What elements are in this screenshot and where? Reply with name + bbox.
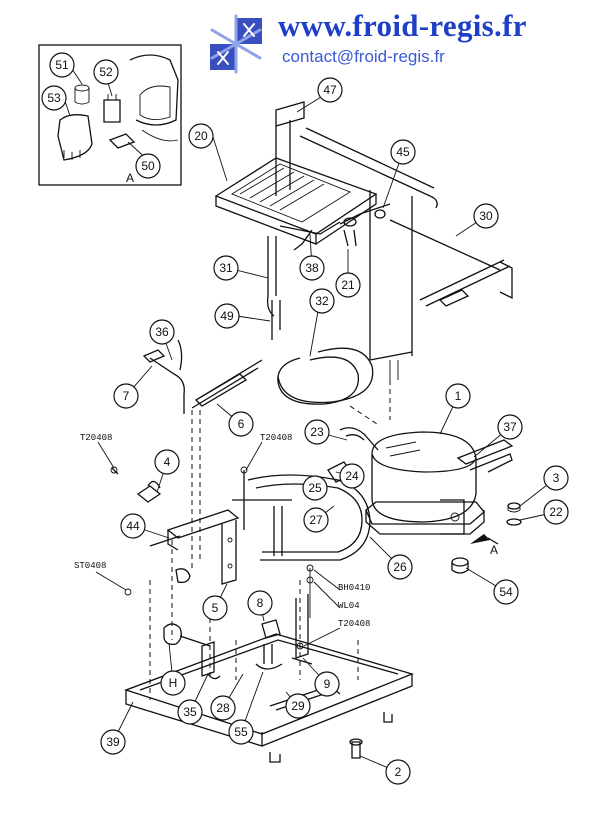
callout-label: 36 <box>155 325 169 339</box>
callout-label: 24 <box>345 469 359 483</box>
header: www.froid-regis.fr contact@froid-regis.f… <box>0 0 600 90</box>
callout-label: 47 <box>323 83 337 97</box>
inset-label: A <box>126 171 134 185</box>
callout-markers: 51 52 53 50 47 20 45 30 31 38 21 32 49 3… <box>41 52 569 785</box>
bracket-9 <box>291 594 313 665</box>
callout-label: 4 <box>164 455 171 469</box>
callout-label: 8 <box>257 596 264 610</box>
callout-label: H <box>169 676 178 690</box>
part-code: T20408 <box>80 433 112 443</box>
callout-label: 2 <box>395 765 402 779</box>
callout-label: 37 <box>503 420 517 434</box>
callout-label: 20 <box>194 129 208 143</box>
callout-label: 23 <box>310 425 324 439</box>
callout-label: 39 <box>106 735 120 749</box>
callout-label: 26 <box>393 560 407 574</box>
part-code: BH0410 <box>338 583 370 593</box>
compressor <box>339 427 485 535</box>
part-codes: T20408 T20408 ST0408 BH0410 WL04 T20408 <box>74 433 370 629</box>
callout-label: 21 <box>341 278 355 292</box>
callout-label: 5 <box>212 601 219 615</box>
callout-label: 51 <box>55 58 69 72</box>
callout-label: 7 <box>123 389 130 403</box>
callout-label: 1 <box>455 389 462 403</box>
thermostat-capillary <box>142 339 185 414</box>
callout-label: 3 <box>553 471 560 485</box>
refrigerant-tubes <box>191 236 374 409</box>
callout-label: 50 <box>141 159 155 173</box>
condenser-assembly <box>275 101 513 380</box>
compressor-bracket <box>456 439 514 473</box>
callout-label: 25 <box>308 481 322 495</box>
callout-label: 38 <box>305 261 319 275</box>
callout-label: 52 <box>99 65 113 79</box>
snowflake-logo-icon <box>210 14 262 74</box>
part-code: T20408 <box>260 433 292 443</box>
fan-motor-h <box>163 623 221 680</box>
inset-detail-a: A <box>38 44 182 186</box>
callout-label: 31 <box>219 261 233 275</box>
callout-label: 29 <box>291 699 305 713</box>
drip-tray <box>214 157 378 245</box>
callout-label: 54 <box>499 585 513 599</box>
callout-label: 53 <box>47 91 61 105</box>
start-relay <box>255 619 283 670</box>
callout-label: 30 <box>479 209 493 223</box>
part-code: T20408 <box>338 619 370 629</box>
callout-label: 27 <box>309 513 323 527</box>
callout-label: 55 <box>234 725 248 739</box>
site-url[interactable]: www.froid-regis.fr <box>278 8 527 43</box>
callout-label: 22 <box>549 505 563 519</box>
base-pan <box>124 633 414 763</box>
callout-label: 32 <box>315 294 329 308</box>
drier-filter <box>279 203 391 251</box>
arrow-label: A <box>490 543 498 557</box>
callout-label: 49 <box>220 309 234 323</box>
callout-label: 9 <box>324 677 331 691</box>
relay-bracket <box>149 509 240 585</box>
view-arrow-a: A <box>470 534 499 557</box>
callout-label: 44 <box>126 519 140 533</box>
part-code: WL04 <box>338 601 360 611</box>
callout-label: 35 <box>183 705 197 719</box>
callout-label: 6 <box>238 417 245 431</box>
leveling-foot <box>349 738 363 759</box>
callout-label: 45 <box>396 145 410 159</box>
callout-label: 28 <box>216 701 230 715</box>
contact-email[interactable]: contact@froid-regis.fr <box>282 47 445 66</box>
screws <box>110 466 314 650</box>
condenser-coil <box>232 461 371 561</box>
part-code: ST0408 <box>74 561 106 571</box>
